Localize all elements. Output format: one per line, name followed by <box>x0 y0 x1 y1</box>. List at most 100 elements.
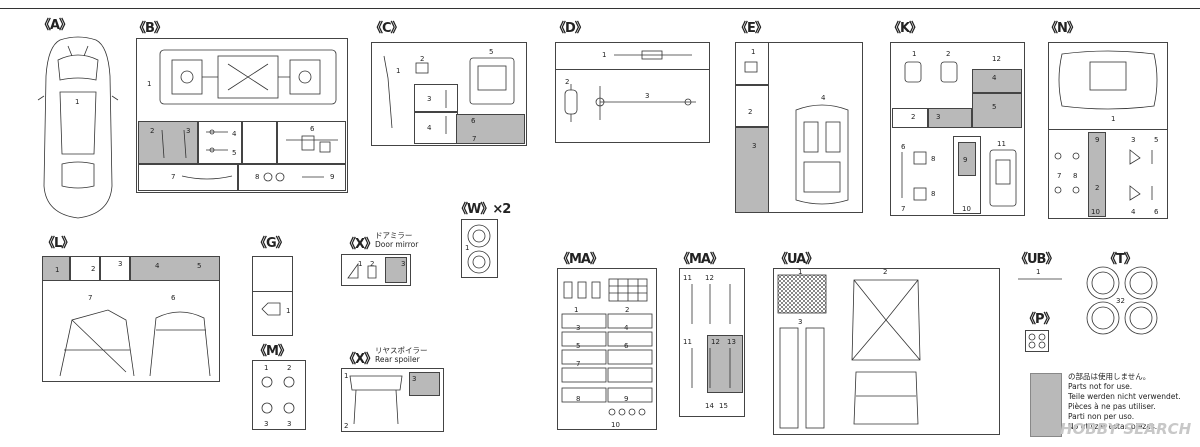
part-b-9: 9 <box>330 173 335 181</box>
part-ua-2: 2 <box>883 268 888 276</box>
d-exhaust <box>614 50 692 60</box>
part-k-9: 9 <box>963 156 968 164</box>
part-ma1-1: 1 <box>574 306 579 314</box>
part-t-32: 32 <box>1116 297 1125 305</box>
ma2-belts-bottom <box>691 348 731 388</box>
sprue-e-cell-1 <box>735 42 769 85</box>
part-ma1-8: 8 <box>576 395 581 403</box>
part-b-8: 8 <box>255 173 260 181</box>
sprue-label-k: 《K》 <box>888 21 922 36</box>
e-mirror <box>744 61 758 73</box>
part-c-3: 3 <box>427 95 432 103</box>
part-k-6: 6 <box>901 143 906 151</box>
part-b-2: 2 <box>150 127 155 135</box>
sprue-n-unused <box>1088 132 1106 217</box>
b-small <box>263 172 324 182</box>
ua-windows <box>851 279 921 425</box>
sprue-x-spoiler-unused <box>409 372 440 396</box>
part-x2-1: 1 <box>344 372 349 380</box>
k-dash <box>989 149 1017 207</box>
sprue-label-l: 《L》 <box>42 236 74 251</box>
legend-line-en: Parts not for use. <box>1068 382 1133 391</box>
part-k-1: 1 <box>912 50 917 58</box>
unused-parts-legend: の部品は使用しません。 Parts not for use. Teile wer… <box>1068 372 1181 432</box>
ua-mesh <box>777 274 827 314</box>
part-x2-2: 2 <box>344 422 349 430</box>
m-discs <box>261 376 295 414</box>
sprue-e-cell-2 <box>735 85 769 127</box>
b-bar <box>181 175 233 180</box>
ua-strips <box>779 327 825 429</box>
sprue-label-x-mirror: 《X》 <box>343 237 377 252</box>
part-l-6: 6 <box>171 294 176 302</box>
sprue-label-e: 《E》 <box>735 21 768 36</box>
tire-drawing <box>1086 266 1158 335</box>
b-rods <box>161 129 187 159</box>
part-x1-1: 1 <box>358 260 363 268</box>
legend-line-es: No utilizar estas piezas. <box>1068 422 1158 431</box>
part-n-4: 4 <box>1131 208 1136 216</box>
part-n-5: 5 <box>1154 136 1159 144</box>
part-ma1-2: 2 <box>625 306 630 314</box>
l-roll-cage <box>59 309 211 377</box>
part-ma2-11b: 11 <box>683 338 692 346</box>
part-k-3: 3 <box>936 113 941 121</box>
part-ma1-10: 10 <box>611 421 620 429</box>
b-shock <box>286 135 338 153</box>
ma1-grid <box>608 278 648 302</box>
part-ub-1: 1 <box>1036 268 1041 276</box>
sprue-c-unused <box>456 114 525 144</box>
part-b-5: 5 <box>232 149 237 157</box>
part-n-3: 3 <box>1131 136 1136 144</box>
part-m-2: 2 <box>287 364 292 372</box>
sprue-label-d: 《D》 <box>553 21 588 36</box>
sprue-k-unused-3 <box>928 108 972 128</box>
part-ma2-13: 13 <box>727 338 736 346</box>
part-n-7: 7 <box>1057 172 1062 180</box>
part-l-7: 7 <box>88 294 93 302</box>
sprue-l-unused-45 <box>130 256 220 281</box>
part-k-5: 5 <box>992 103 997 111</box>
part-d-3: 3 <box>645 92 650 100</box>
k-blocks <box>913 151 927 201</box>
part-ma2-12: 12 <box>705 274 714 282</box>
sprue-label-c: 《C》 <box>370 21 404 36</box>
part-b-6: 6 <box>310 125 315 133</box>
legend-line-jp: の部品は使用しません。 <box>1068 372 1151 381</box>
part-k-2b: 2 <box>911 113 916 121</box>
part-l-1: 1 <box>55 266 60 274</box>
sprue-label-t: 《T》 <box>1104 252 1137 267</box>
part-m-3: 3 <box>264 420 269 428</box>
part-l-2: 2 <box>91 265 96 273</box>
part-k-8: 8 <box>931 155 936 163</box>
part-d-2: 2 <box>565 78 570 86</box>
sprue-k-unused-4 <box>972 69 1022 93</box>
part-n-10: 10 <box>1091 208 1100 216</box>
part-n-6: 6 <box>1154 208 1159 216</box>
e-interior-tub <box>795 104 849 205</box>
sprue-c-cell-4 <box>414 112 458 144</box>
sprue-label-ua: 《UA》 <box>775 252 818 267</box>
d-muffler <box>564 84 578 122</box>
k-seats <box>904 61 958 83</box>
part-l-4: 4 <box>155 262 160 270</box>
part-e-4: 4 <box>821 94 826 102</box>
part-w-1: 1 <box>465 244 470 252</box>
part-e-3: 3 <box>752 142 757 150</box>
sprue-l-cell-2 <box>70 256 100 281</box>
sprue-e-unused <box>735 127 769 213</box>
part-ma2-15: 15 <box>719 402 728 410</box>
part-c-1: 1 <box>396 67 401 75</box>
n-lenses <box>1054 152 1080 194</box>
sprue-b-unused <box>138 121 198 164</box>
c-pipe <box>383 55 393 129</box>
part-c-5: 5 <box>489 48 494 56</box>
ma2-belts-top <box>691 284 731 324</box>
sprue-label-w: 《W》×2 <box>455 202 511 217</box>
sprue-c-cell-3 <box>414 84 458 112</box>
part-ma2-12b: 12 <box>711 338 720 346</box>
sprue-label-p: 《P》 <box>1023 312 1057 327</box>
sprue-k-unused-9 <box>958 142 976 176</box>
car-body-drawing <box>37 36 119 219</box>
legend-line-it: Parti non per uso. <box>1068 412 1135 421</box>
